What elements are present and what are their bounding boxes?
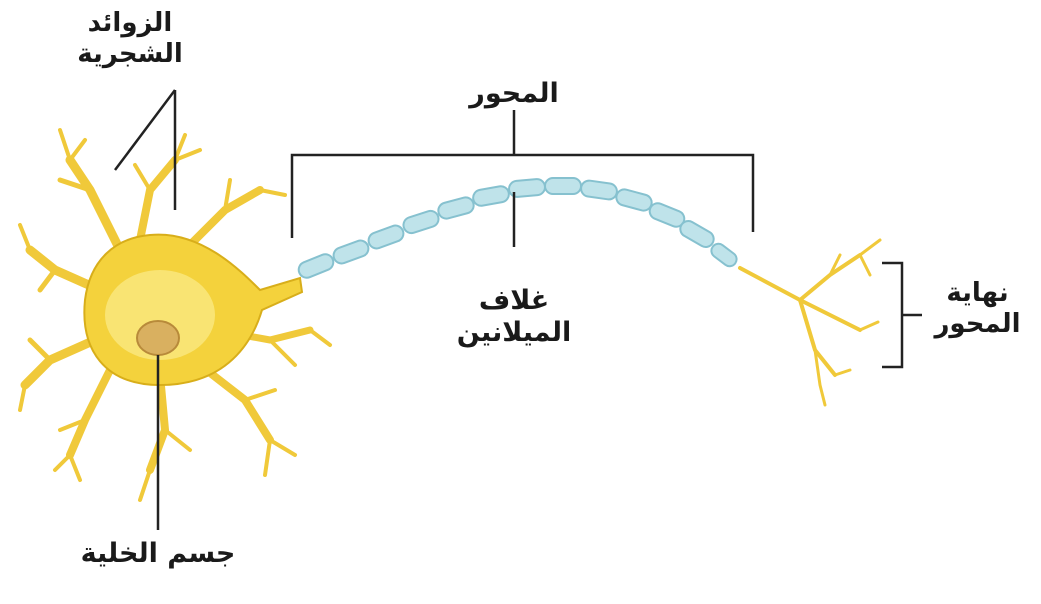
dendrites-label-line2: الشجرية	[55, 39, 205, 70]
axon-terminal-label-line1: نهاية	[920, 278, 1035, 309]
cell-body-label: جسم الخلية	[38, 538, 278, 570]
myelin-sheath-label-line2: الميلانين	[424, 317, 604, 349]
axon-terminal-label-line2: المحور	[920, 309, 1035, 340]
nucleus	[137, 321, 179, 355]
myelin-sheath-label-line1: غلاف	[424, 285, 604, 317]
dendrites-label: الزوائد الشجرية	[55, 8, 205, 70]
axon-label: المحور	[434, 78, 594, 110]
axon-terminal	[740, 240, 880, 405]
myelin-sheath-label: غلاف الميلانين	[424, 285, 604, 350]
axon-terminal-label: نهاية المحور	[920, 278, 1035, 340]
myelin-sheath	[296, 178, 739, 280]
cell-body	[84, 235, 302, 385]
dendrites-label-line1: الزوائد	[55, 8, 205, 39]
